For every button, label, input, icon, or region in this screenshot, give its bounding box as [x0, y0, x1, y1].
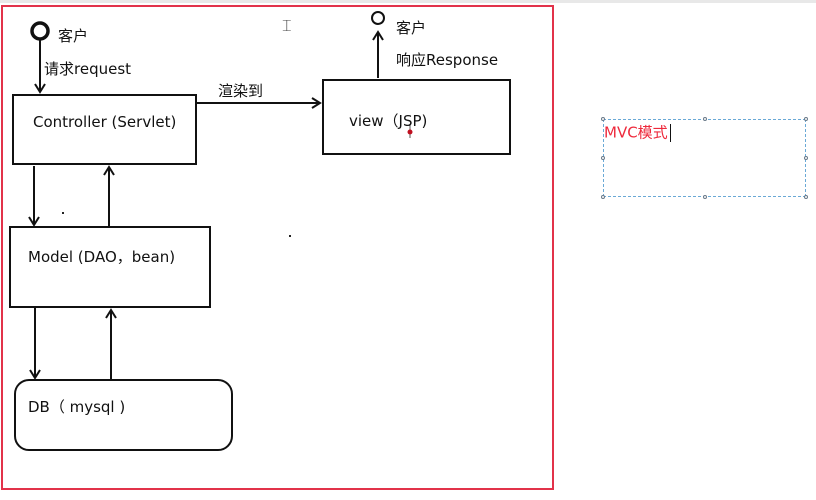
resize-handle[interactable] [601, 195, 605, 199]
diagram-canvas[interactable] [1, 5, 554, 490]
client-left-label: 客户 [58, 27, 89, 45]
response-label: 响应Response [396, 51, 499, 69]
resize-handle[interactable] [804, 195, 808, 199]
client-right-label: 客户 [396, 19, 427, 37]
controller-box [12, 94, 197, 165]
db-label: DB（ mysql ) [28, 398, 126, 416]
text-caret [669, 124, 671, 142]
controller-label: Controller (Servlet) [33, 113, 177, 131]
view-box [322, 79, 511, 155]
text-cursor-icon: ⌶ [282, 16, 292, 35]
model-label: Model (DAO，bean) [28, 248, 176, 266]
client-right-icon [371, 11, 385, 25]
model-box [9, 226, 211, 308]
resize-handle[interactable] [601, 117, 605, 121]
render-label: 渲染到 [218, 82, 264, 100]
cursor-point-icon [407, 129, 413, 135]
stray-dot [62, 212, 64, 214]
top-edge-line [0, 0, 816, 3]
view-label: view（JSP) [349, 112, 428, 130]
resize-handle[interactable] [703, 117, 707, 121]
mvc-text[interactable]: MVC模式 [604, 124, 671, 142]
request-label: 请求request [44, 60, 132, 78]
resize-handle[interactable] [703, 195, 707, 199]
client-left-icon [30, 21, 50, 41]
db-box [14, 379, 233, 451]
stray-dot [289, 235, 291, 237]
resize-handle[interactable] [601, 156, 605, 160]
resize-handle[interactable] [804, 117, 808, 121]
resize-handle[interactable] [804, 156, 808, 160]
